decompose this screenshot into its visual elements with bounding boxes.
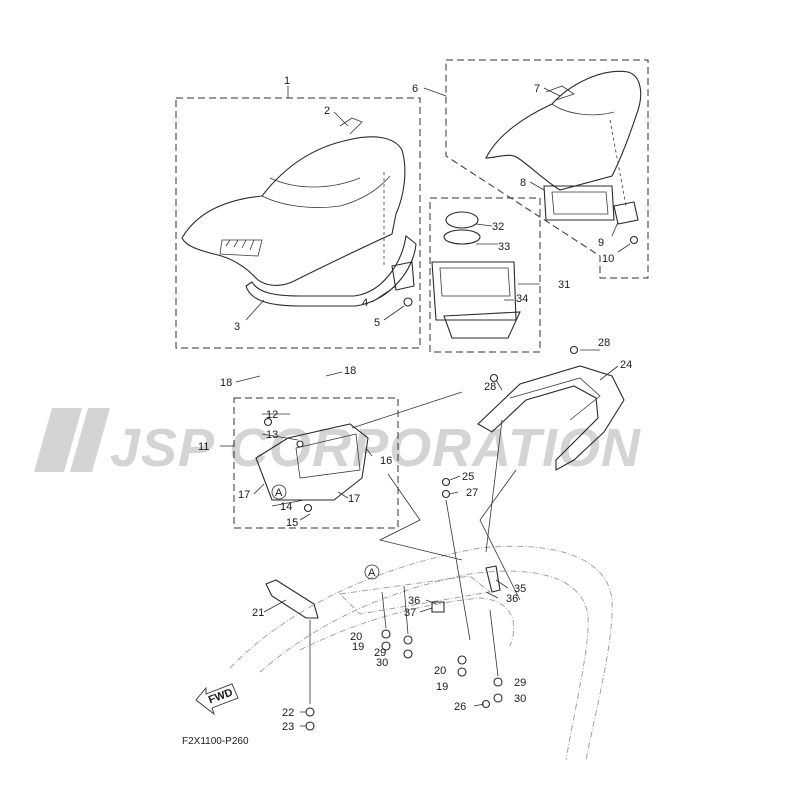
part-label: 30 bbox=[514, 693, 526, 705]
part-label: 34 bbox=[516, 293, 528, 305]
part-label: 5 bbox=[374, 317, 380, 329]
grab-handle bbox=[255, 417, 369, 513]
part-label: 24 bbox=[620, 359, 632, 371]
part-label: 1 bbox=[284, 75, 290, 87]
part-label: 19 bbox=[436, 681, 448, 693]
group-box-handle bbox=[233, 397, 399, 529]
part-label: 26 bbox=[454, 701, 466, 713]
part-label: 35 bbox=[514, 583, 526, 595]
part-label: 14 bbox=[280, 501, 292, 513]
part-label: 37 bbox=[404, 607, 416, 619]
part-label: 31 bbox=[558, 279, 570, 291]
seat-main bbox=[181, 117, 417, 307]
part-label: 13 bbox=[266, 429, 278, 441]
part-label: 4 bbox=[362, 297, 368, 309]
part-label: 19 bbox=[352, 641, 364, 653]
part-label: 36 bbox=[506, 593, 518, 605]
part-label: 18 bbox=[344, 365, 356, 377]
part-label: 33 bbox=[498, 241, 510, 253]
part-label: 29 bbox=[514, 677, 526, 689]
rear-rack bbox=[477, 345, 625, 471]
leader-lines bbox=[220, 86, 631, 727]
part-label: 3 bbox=[234, 321, 240, 333]
part-label: 10 bbox=[602, 253, 614, 265]
part-label: 16 bbox=[380, 455, 392, 467]
part-label: 29 bbox=[374, 647, 386, 659]
part-labels: 1 2 3 4 5 6 7 8 9 10 11 12 13 14 15 16 1… bbox=[198, 75, 632, 733]
seat-alt bbox=[485, 70, 642, 245]
storage-bin bbox=[431, 211, 521, 339]
part-label: 2 bbox=[324, 105, 330, 117]
part-label: 25 bbox=[462, 471, 474, 483]
group-box-seat bbox=[175, 97, 421, 349]
group-box-storage bbox=[429, 197, 541, 353]
svg-text:A: A bbox=[275, 487, 283, 499]
part-label: 32 bbox=[492, 221, 504, 233]
watermark-logo: JSP CORPORATION bbox=[34, 408, 641, 478]
group-box-seat-alt bbox=[445, 59, 649, 279]
ref-marker-a-lower: A bbox=[364, 564, 380, 580]
part-label: 7 bbox=[534, 83, 540, 95]
part-label: 15 bbox=[286, 517, 298, 529]
part-label: 30 bbox=[376, 657, 388, 669]
part-label: 36 bbox=[408, 595, 420, 607]
part-label: 11 bbox=[198, 441, 209, 453]
part-label: 20 bbox=[350, 631, 362, 643]
part-label: 23 bbox=[282, 721, 294, 733]
part-label: 6 bbox=[412, 83, 418, 95]
fwd-label: FWD bbox=[207, 687, 235, 707]
hull-outline bbox=[229, 545, 613, 761]
part-label: 17 bbox=[238, 489, 250, 501]
part-label: 20 bbox=[434, 665, 446, 677]
watermark-text: JSP CORPORATION bbox=[110, 418, 641, 478]
part-label: 28 bbox=[484, 381, 496, 393]
part-label: 21 bbox=[252, 607, 264, 619]
part-label: 18 bbox=[220, 377, 232, 389]
ref-marker-a-upper: A bbox=[271, 484, 287, 500]
part-label: 28 bbox=[598, 337, 610, 349]
diagram-code: F2X1100-P260 bbox=[182, 736, 249, 747]
part-label: 27 bbox=[466, 487, 478, 499]
part-label: 17 bbox=[348, 493, 360, 505]
part-label: 8 bbox=[520, 177, 526, 189]
part-label: 12 bbox=[266, 409, 278, 421]
svg-text:A: A bbox=[368, 567, 376, 579]
part-label: 22 bbox=[282, 707, 294, 719]
fwd-arrow-icon: FWD bbox=[195, 683, 239, 716]
part-label: 9 bbox=[598, 237, 604, 249]
bottom-hardware bbox=[265, 477, 503, 731]
